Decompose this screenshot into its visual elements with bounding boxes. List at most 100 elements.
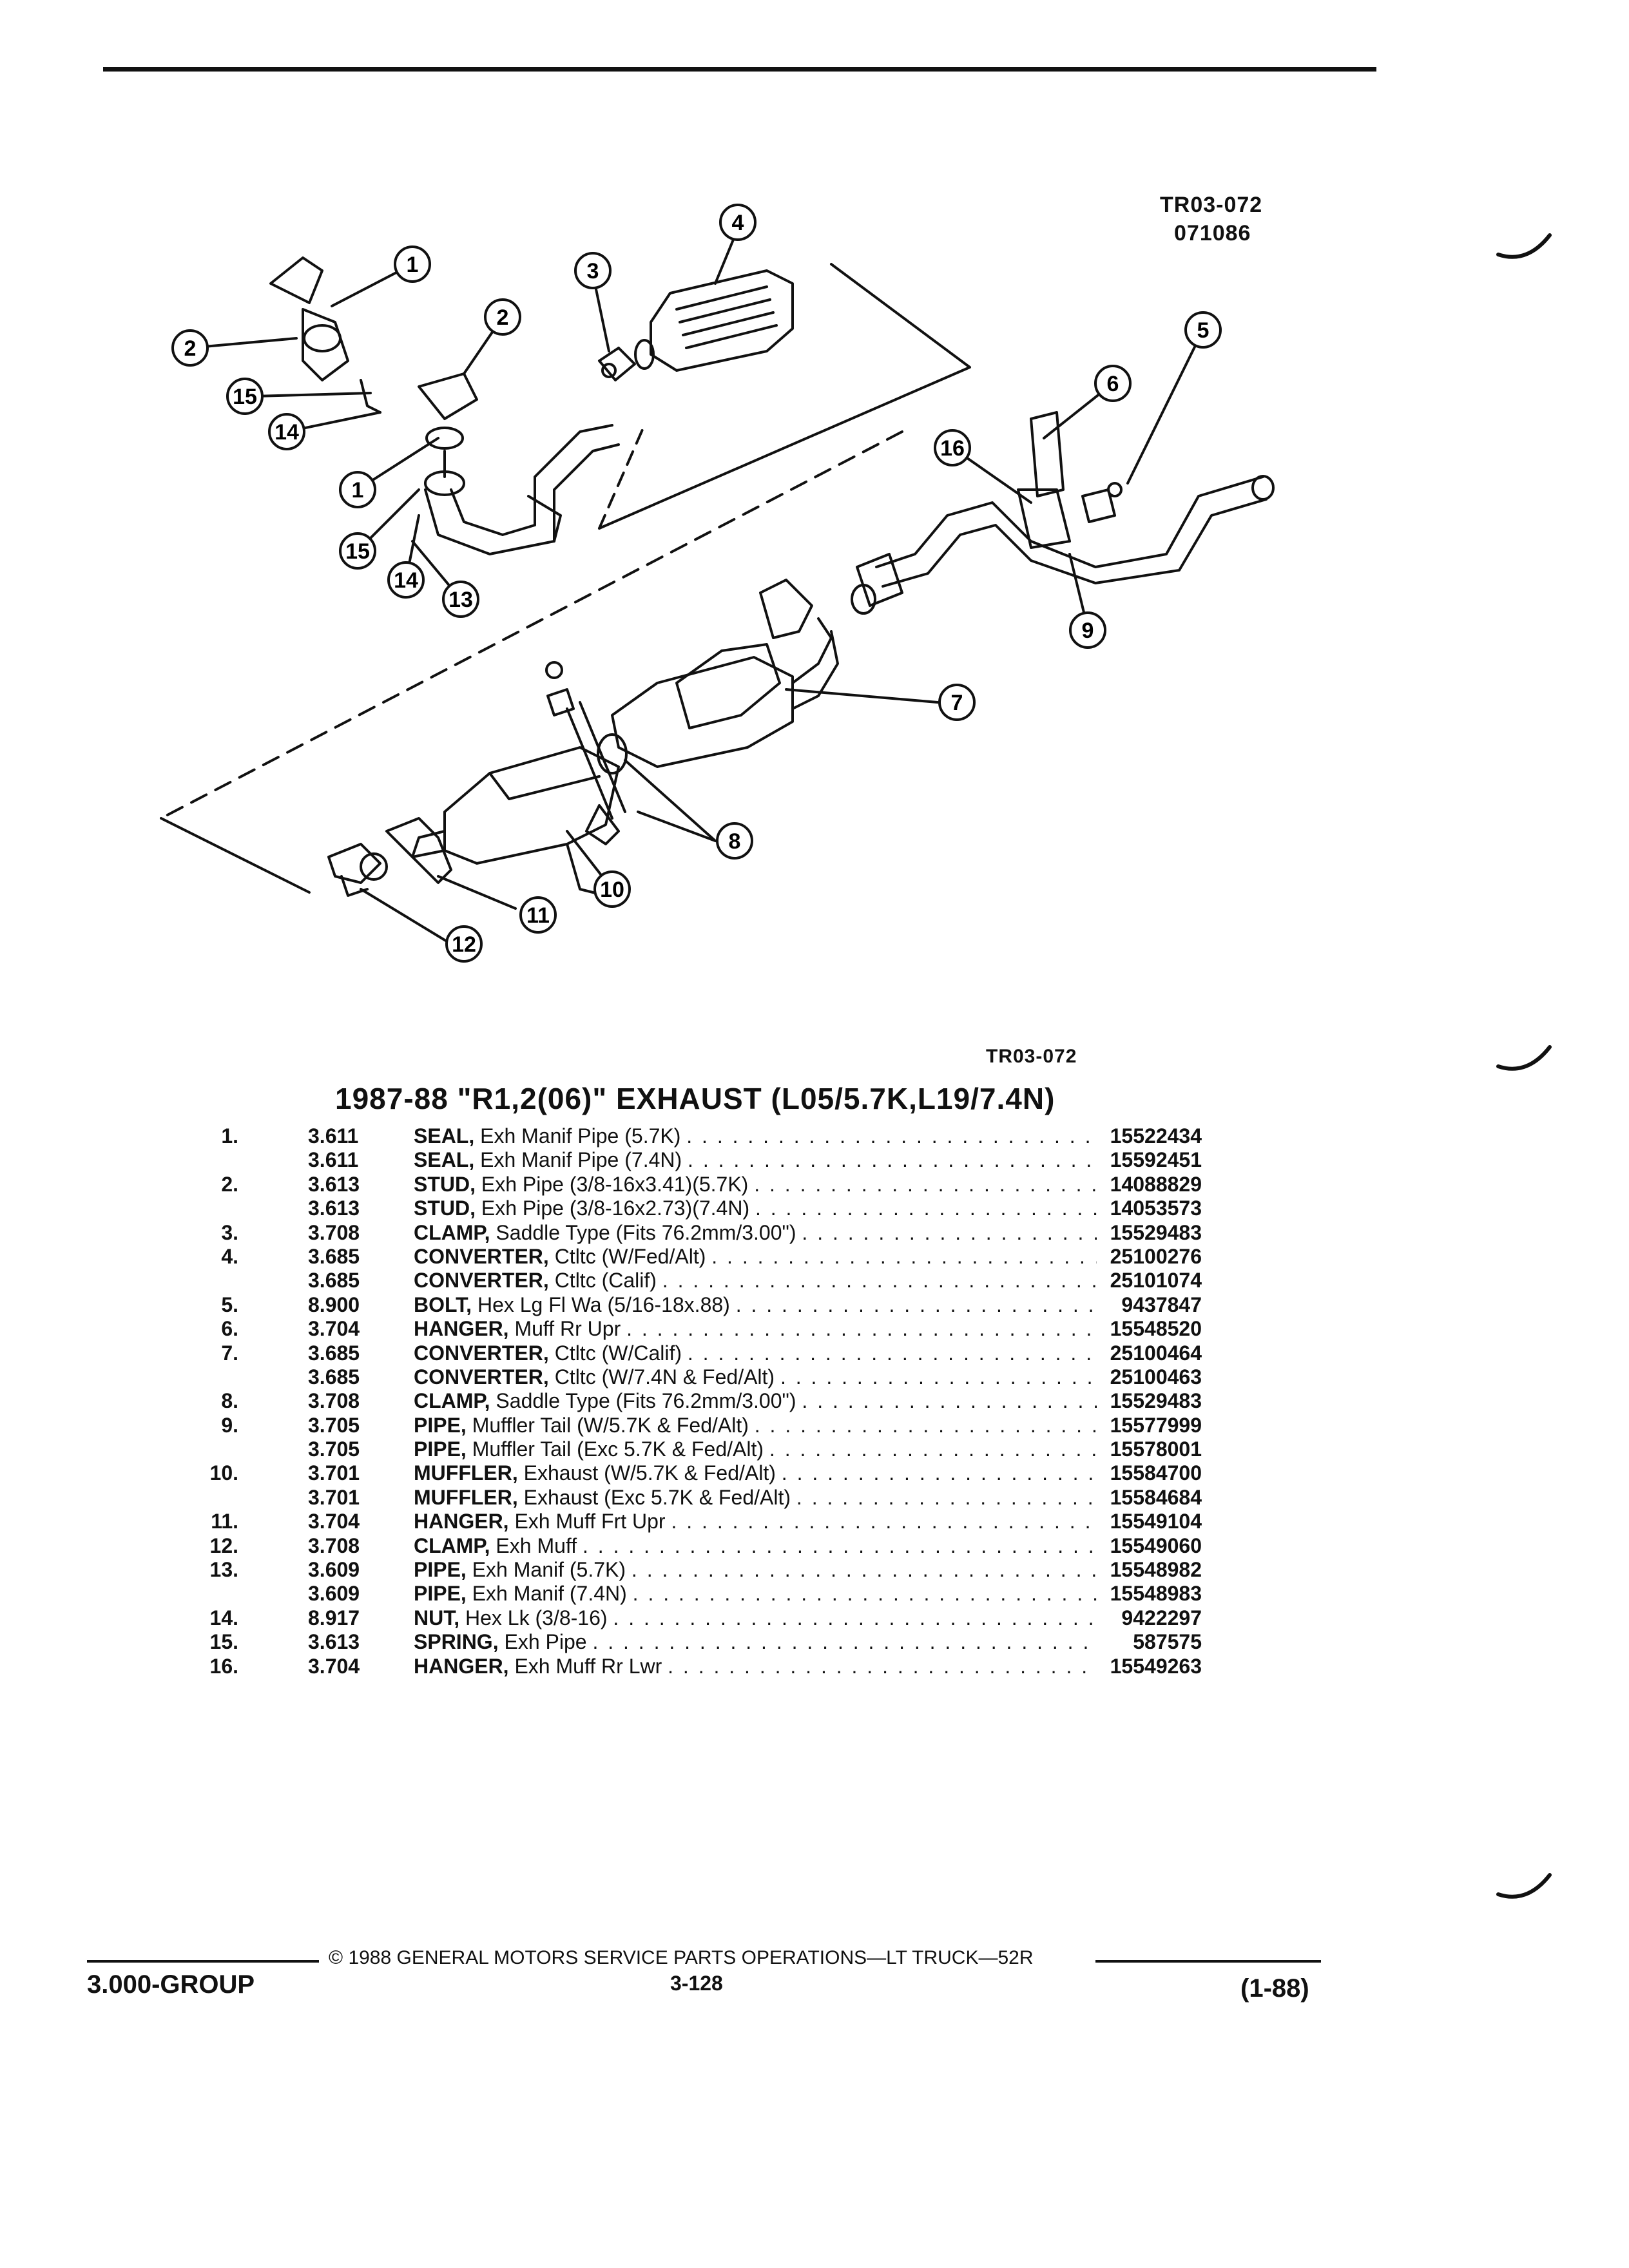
part-detail: Ctltc (W/Calif) (554, 1341, 682, 1365)
part-detail: Saddle Type (Fits 76.2mm/3.00") (496, 1389, 796, 1413)
leader-dots: . . . . . . . . . . . . . . . . . . . . … (662, 1269, 1097, 1293)
part-detail: Exhaust (W/5.7K & Fed/Alt) (523, 1461, 776, 1485)
part-number: 587575 (1133, 1630, 1202, 1654)
callout-16: 16 (934, 429, 971, 466)
svg-text:11: 11 (526, 903, 550, 928)
leader-dots: . . . . . . . . . . . . . . . . . . . . … (668, 1654, 1097, 1678)
footer-copyright: © 1988 GENERAL MOTORS SERVICE PARTS OPER… (329, 1947, 1034, 1968)
part-name: PIPE, (414, 1413, 467, 1437)
part-number: 15522434 (1110, 1124, 1202, 1148)
svg-text:15: 15 (233, 385, 257, 409)
part-detail: Exh Muff Frt Upr (514, 1510, 666, 1533)
ref-number: 14. (209, 1606, 238, 1629)
part-name: CLAMP, (414, 1220, 490, 1244)
leader-dots: . . . . . . . . . . . . . . . . . . . . … (711, 1244, 1097, 1268)
part-name: CLAMP, (414, 1389, 490, 1413)
part-description: HANGER, Exh Muff Frt Upr . . . . . . . .… (414, 1510, 1097, 1533)
part-detail: Exh Pipe (504, 1630, 587, 1654)
group-number: 3.705 (308, 1437, 360, 1461)
part-number: 15548983 (1110, 1582, 1202, 1606)
part-number: 9437847 (1121, 1293, 1202, 1316)
callout-7: 7 (938, 684, 976, 721)
callout-3: 3 (574, 252, 612, 289)
callout-15b: 15 (339, 532, 376, 570)
part-detail: Ctltc (W/7.4N & Fed/Alt) (554, 1365, 775, 1389)
svg-text:10: 10 (600, 878, 624, 902)
part-number: 15584684 (1110, 1485, 1202, 1509)
part-description: SPRING, Exh Pipe . . . . . . . . . . . .… (414, 1630, 1097, 1654)
leader-dots: . . . . . . . . . . . . . . . . . . . . … (802, 1220, 1097, 1244)
exhaust-diagram: 1 2 15 14 1 15 14 13 2 3 4 5 6 16 9 7 8 … (160, 204, 1275, 963)
group-number: 3.705 (308, 1413, 360, 1437)
callout-11: 11 (519, 896, 557, 934)
callout-12: 12 (445, 925, 483, 963)
callout-4: 4 (719, 204, 757, 241)
ref-number: 8. (221, 1389, 238, 1413)
part-description: SEAL, Exh Manif Pipe (7.4N) . . . . . . … (414, 1148, 1097, 1172)
part-number: 15578001 (1110, 1437, 1202, 1461)
ref-number: 7. (221, 1341, 238, 1365)
part-name: SEAL, (414, 1124, 475, 1148)
part-description: CLAMP, Exh Muff . . . . . . . . . . . . … (414, 1534, 1097, 1558)
callout-9: 9 (1069, 611, 1106, 649)
part-description: CONVERTER, Ctltc (W/Fed/Alt) . . . . . .… (414, 1245, 1097, 1269)
svg-text:16: 16 (940, 436, 965, 461)
leader-dots: . . . . . . . . . . . . . . . . . . . . … (735, 1293, 1097, 1316)
ref-number: 15. (209, 1630, 238, 1654)
part-detail: Exh Muff Rr Lwr (514, 1654, 662, 1678)
svg-text:1: 1 (352, 478, 364, 503)
leader-dots: . . . . . . . . . . . . . . . . . . . . … (755, 1196, 1097, 1220)
margin-tick-mark (1496, 233, 1552, 259)
part-description: NUT, Hex Lk (3/8-16) . . . . . . . . . .… (414, 1606, 1097, 1630)
ref-number: 3. (221, 1220, 238, 1244)
part-number: 14088829 (1110, 1172, 1202, 1196)
leader-dots: . . . . . . . . . . . . . . . . . . . . … (632, 1582, 1097, 1606)
part-name: CONVERTER, (414, 1269, 549, 1293)
group-number: 3.611 (308, 1124, 359, 1148)
callout-14b: 14 (387, 561, 425, 599)
part-name: PIPE, (414, 1437, 467, 1461)
part-detail: Exh Muff (496, 1533, 577, 1557)
part-number: 15548520 (1110, 1317, 1202, 1341)
ref-number: 13. (209, 1558, 238, 1582)
group-number: 3.701 (308, 1485, 360, 1509)
callout-10: 10 (593, 870, 631, 908)
callout-2a: 2 (171, 329, 209, 367)
part-detail: Exh Pipe (3/8-16x3.41)(5.7K) (481, 1172, 749, 1196)
part-number: 15549263 (1110, 1654, 1202, 1678)
group-number: 3.611 (308, 1148, 359, 1172)
leader-dots: . . . . . . . . . . . . . . . . . . . . … (781, 1461, 1097, 1485)
group-number: 3.685 (308, 1341, 360, 1365)
part-name: BOLT, (414, 1293, 472, 1316)
part-name: HANGER, (414, 1317, 509, 1341)
ref-number: 6. (221, 1317, 238, 1341)
group-number: 3.609 (308, 1558, 360, 1582)
part-detail: Exh Manif Pipe (7.4N) (480, 1148, 682, 1172)
part-name: CONVERTER, (414, 1244, 549, 1268)
group-number: 3.613 (308, 1172, 360, 1196)
group-number: 3.609 (308, 1582, 360, 1606)
part-number: 15549060 (1110, 1533, 1202, 1557)
part-description: STUD, Exh Pipe (3/8-16x3.41)(5.7K) . . .… (414, 1173, 1097, 1196)
leader-dots: . . . . . . . . . . . . . . . . . . . . … (631, 1558, 1097, 1582)
part-description: STUD, Exh Pipe (3/8-16x2.73)(7.4N) . . .… (414, 1196, 1097, 1220)
group-number: 3.685 (308, 1269, 360, 1293)
callout-5: 5 (1184, 311, 1222, 349)
callout-1b: 1 (339, 471, 376, 508)
svg-text:2: 2 (184, 336, 197, 361)
part-name: HANGER, (414, 1654, 509, 1678)
part-detail: Hex Lg Fl Wa (5/16-18x.88) (477, 1293, 730, 1316)
callout-1a: 1 (394, 245, 431, 283)
group-number: 3.704 (308, 1654, 360, 1678)
